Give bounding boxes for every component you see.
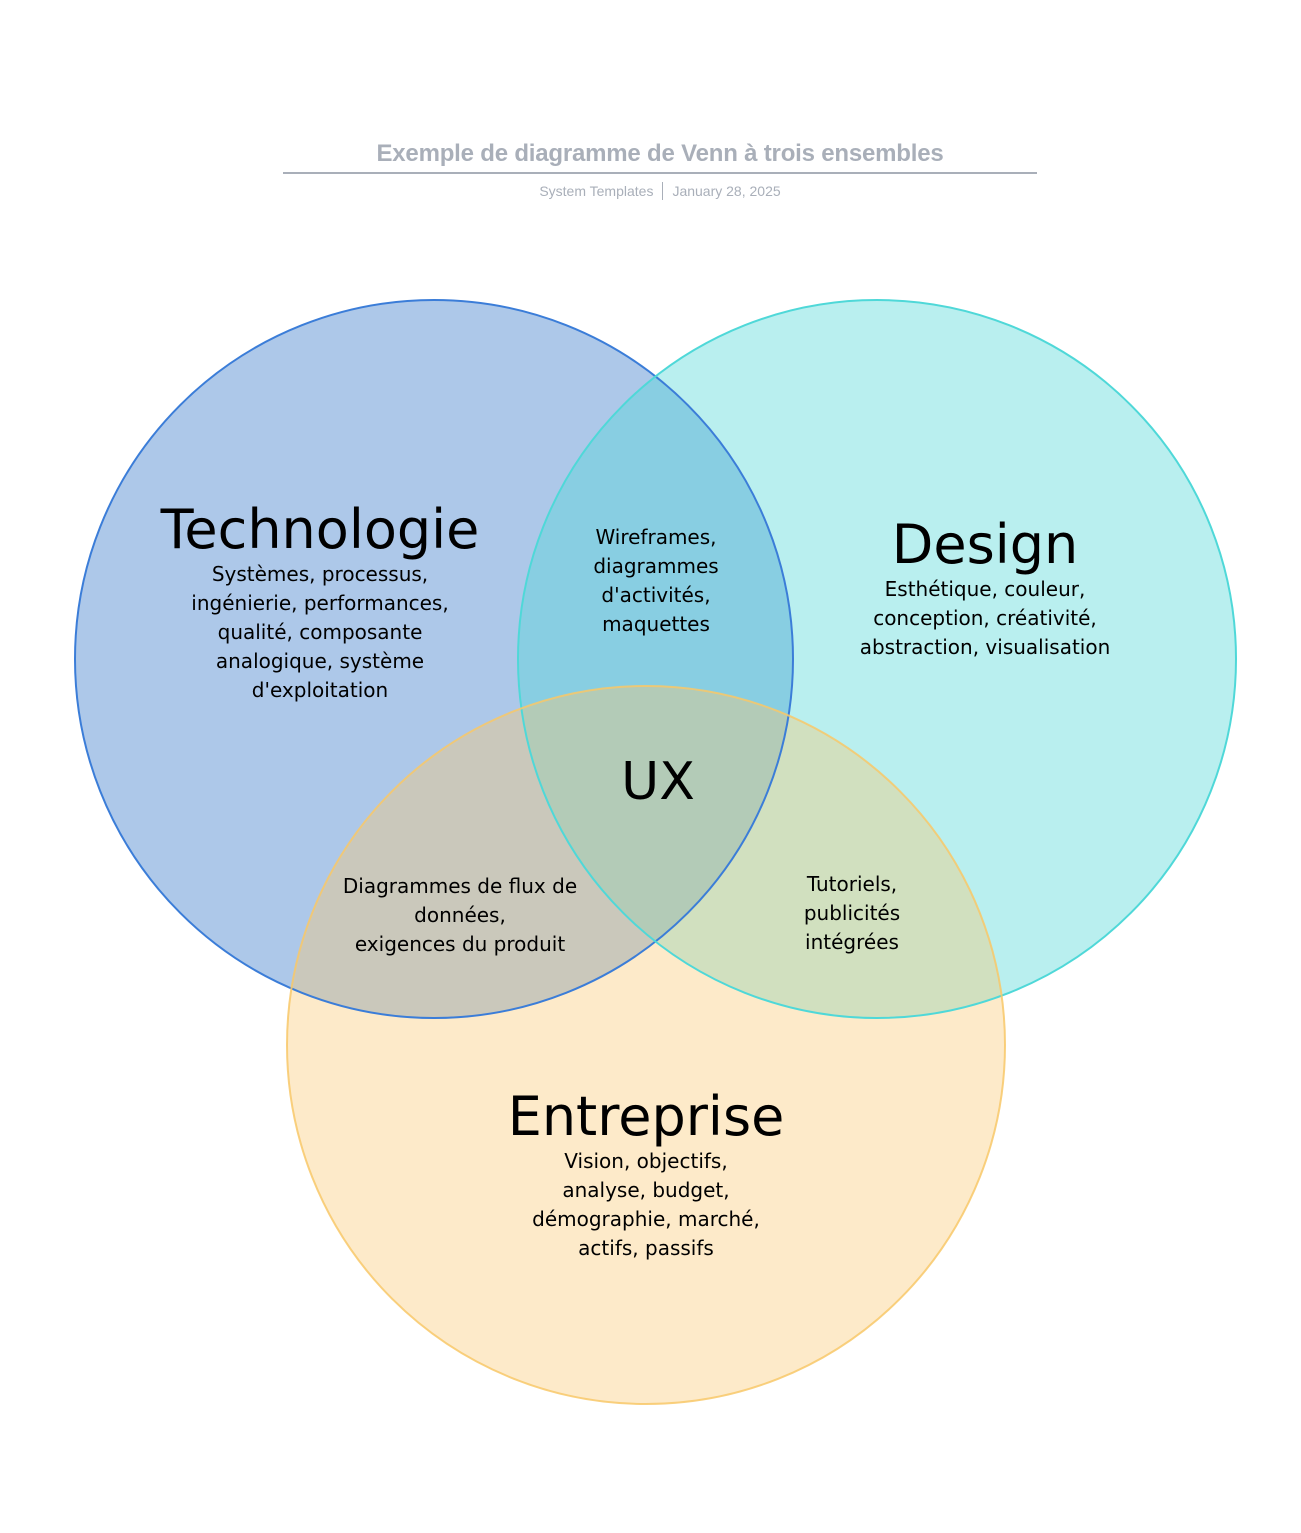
set-technologie-title: Technologie <box>160 498 480 561</box>
circle-design-outline <box>517 299 1237 1019</box>
circle-technologie-outline <box>74 299 794 1019</box>
set-design-description: Esthétique, couleur, conception, créativ… <box>859 577 1111 659</box>
title-underline <box>283 172 1037 174</box>
set-entreprise-title: Entreprise <box>507 1085 785 1148</box>
set-design: Design Esthétique, couleur, conception, … <box>820 515 1150 662</box>
set-design-title: Design <box>891 513 1079 576</box>
circle-entreprise-outline <box>286 685 1006 1405</box>
overlap-technologie-design: Wireframes, diagrammes d'activités, maqu… <box>593 525 719 636</box>
date-label: January 28, 2025 <box>672 183 781 199</box>
set-technologie: Technologie Systèmes, processus, ingénie… <box>130 500 510 705</box>
set-technologie-description: Systèmes, processus, ingénierie, perform… <box>191 562 449 702</box>
meta-divider <box>662 182 664 200</box>
diagram-header: Exemple de diagramme de Venn à trois ens… <box>283 138 1037 200</box>
overlap-center-ux: UX <box>621 752 695 812</box>
source-label: System Templates <box>539 183 654 199</box>
set-entreprise: Entreprise Vision, objectifs, analyse, b… <box>476 1087 816 1263</box>
circle-technologie[interactable] <box>75 300 793 1018</box>
overlap-design-entreprise: Tutoriels, publicités intégrées <box>803 872 901 954</box>
set-entreprise-description: Vision, objectifs, analyse, budget, démo… <box>532 1149 760 1260</box>
overlap-technologie-entreprise: Diagrammes de flux de données, exigences… <box>342 874 578 956</box>
circle-entreprise[interactable] <box>287 686 1005 1404</box>
diagram-title: Exemple de diagramme de Venn à trois ens… <box>376 140 944 167</box>
circle-design[interactable] <box>518 300 1236 1018</box>
diagram-meta: System Templates January 28, 2025 <box>283 182 1037 200</box>
